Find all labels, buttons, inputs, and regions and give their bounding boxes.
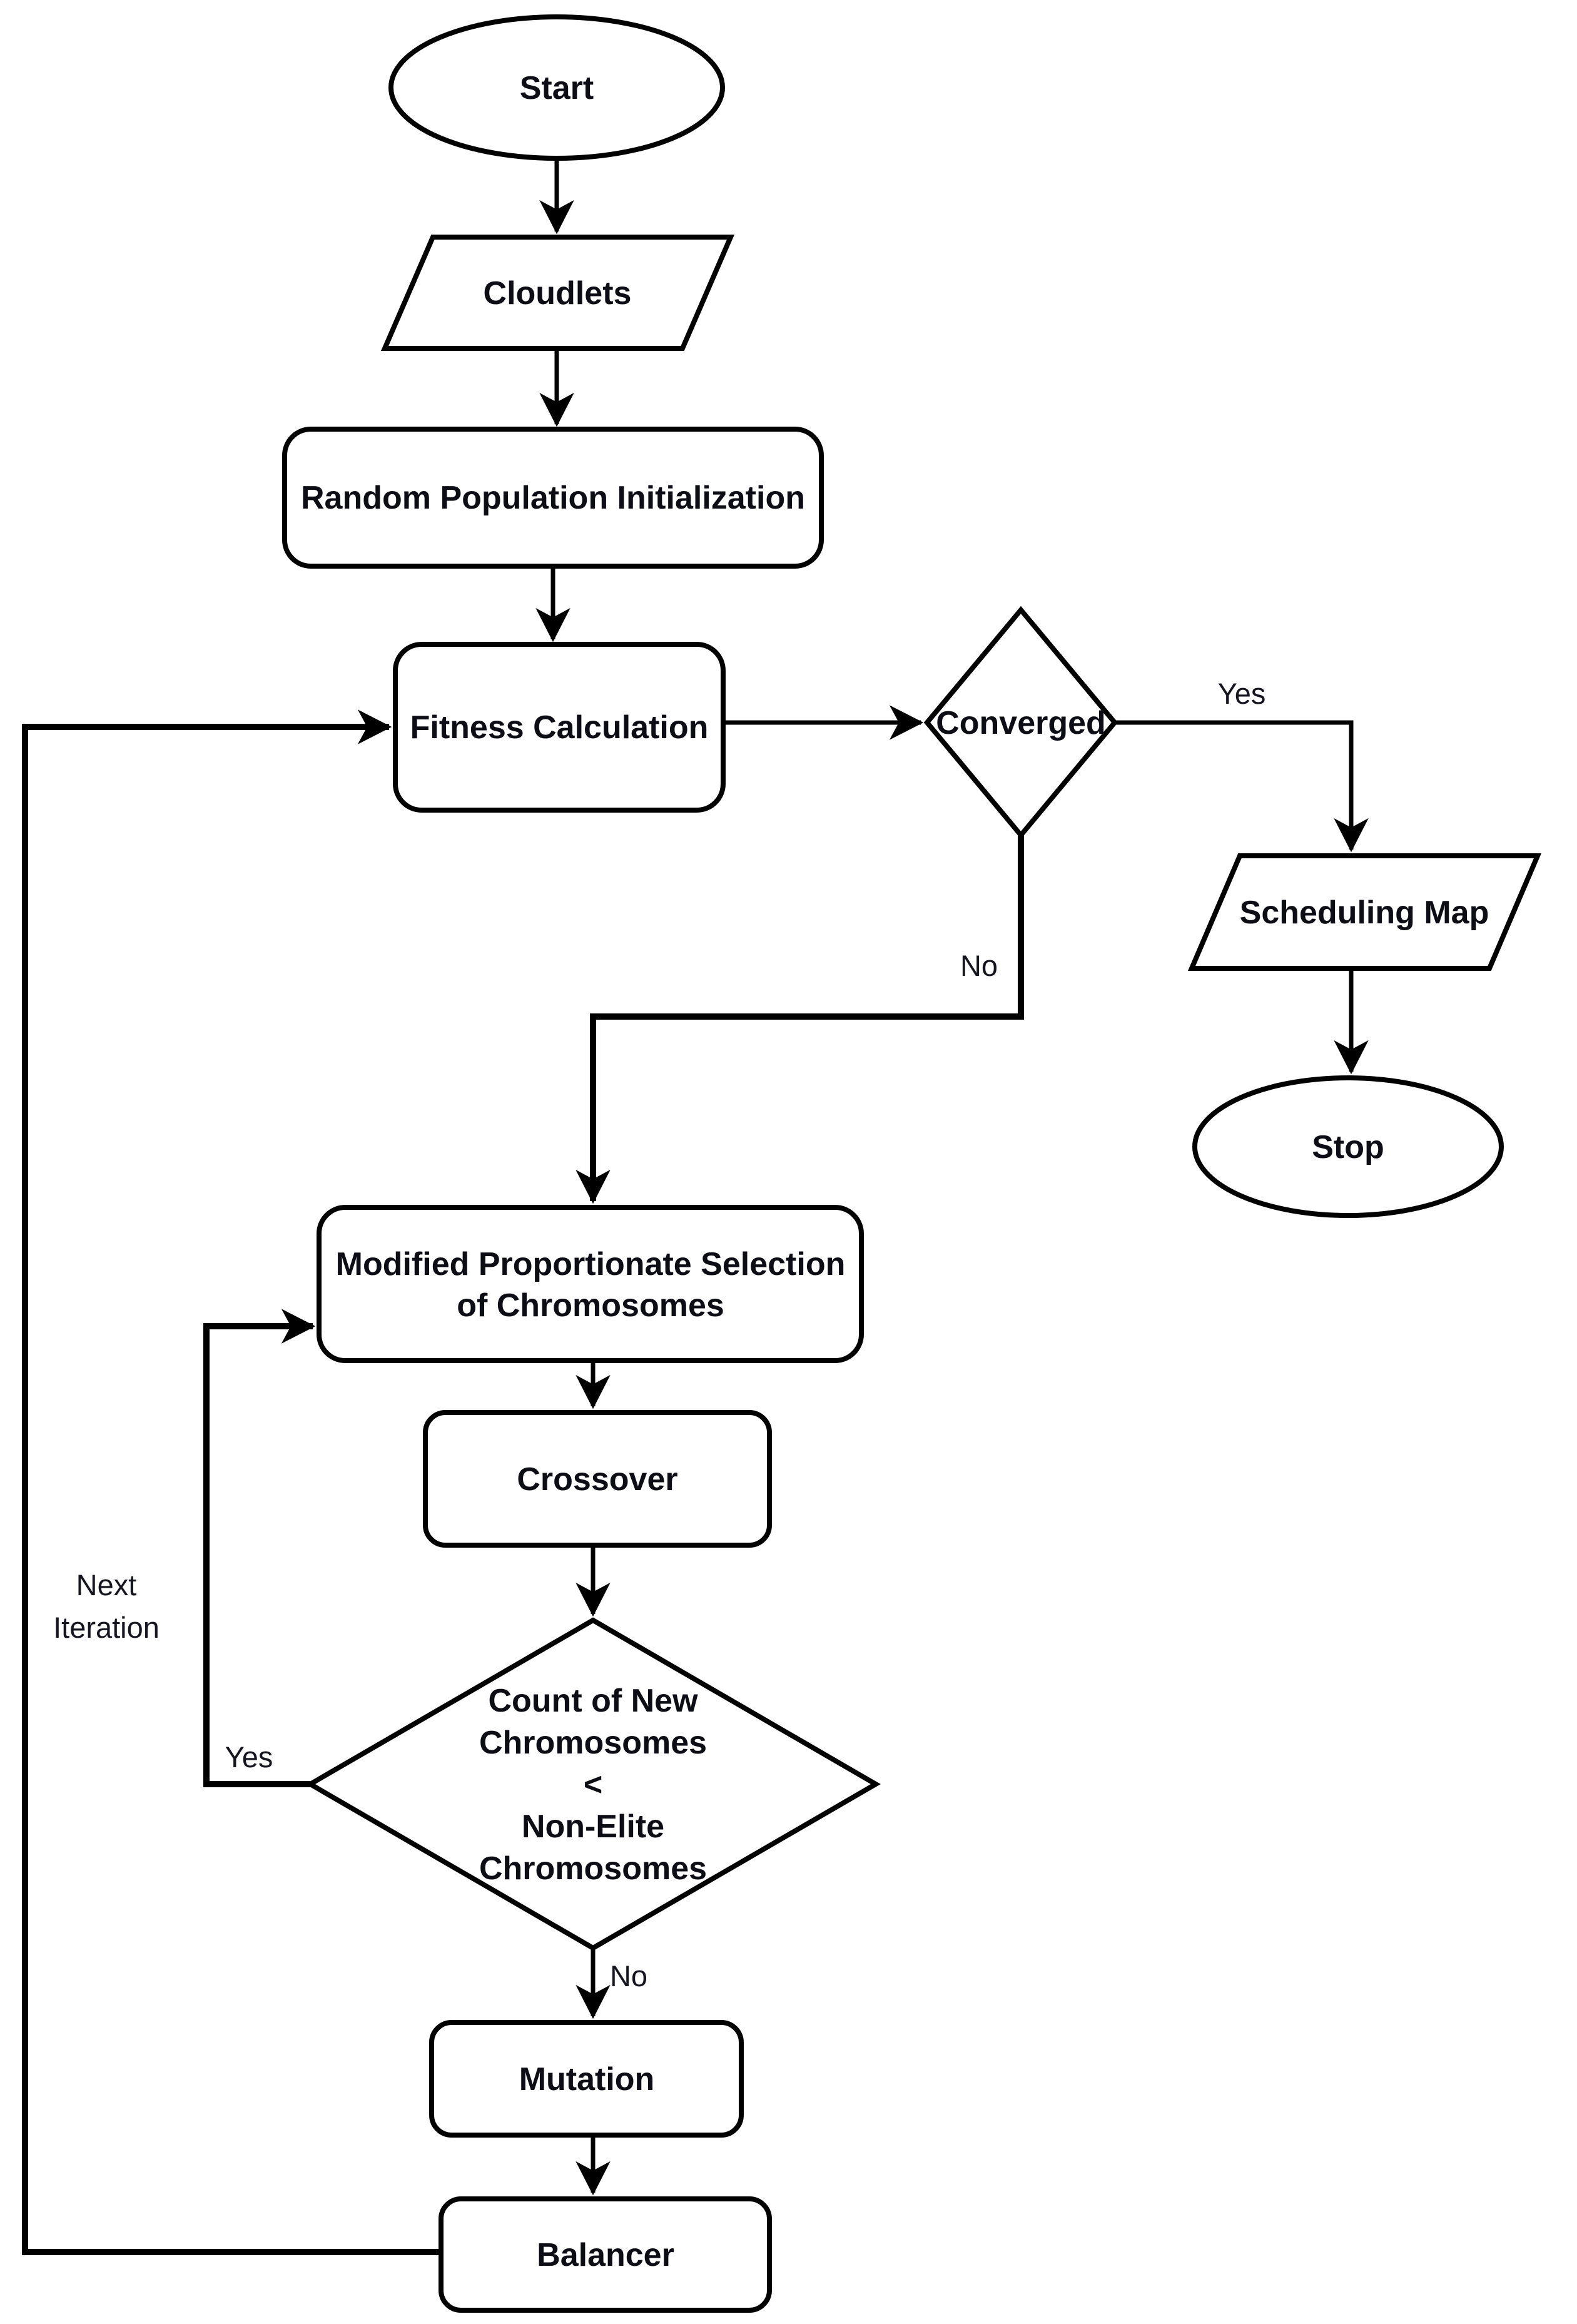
next-iteration-label: Next Iteration <box>53 1568 160 1644</box>
converged-no-label: No <box>960 949 998 982</box>
count-check-label-line1: Count of New <box>488 1683 698 1719</box>
edge-balancer-next-iteration-to-fitness <box>22 709 441 2255</box>
count-check-label-line5: Chromosomes <box>479 1850 707 1887</box>
stop-label: Stop <box>1312 1129 1384 1165</box>
start-label: Start <box>520 70 594 106</box>
next-iteration-label-line1: Next <box>76 1568 137 1601</box>
modified-proportionate-selection-label-line1: Modified Proportionate Selection <box>336 1246 846 1282</box>
count-no-label: No <box>610 1959 647 1992</box>
mutation-label: Mutation <box>519 2061 655 2098</box>
converged-label: Converged <box>936 705 1106 741</box>
modified-proportionate-selection-label-line2: of Chromosomes <box>457 1287 724 1324</box>
converged-yes-label: Yes <box>1218 677 1266 710</box>
stop-terminator: Stop <box>1192 1075 1504 1218</box>
fitness-calculation-label: Fitness Calculation <box>410 709 709 746</box>
crossover-label: Crossover <box>517 1461 677 1498</box>
edge-converged-no-to-selection <box>576 835 1024 1204</box>
next-iteration-label-line2: Iteration <box>53 1611 160 1644</box>
count-check-label-line4: Non-Elite <box>522 1809 664 1845</box>
edge-converged-yes-to-scheduling-map <box>1115 720 1369 853</box>
crossover-process: Crossover <box>423 1410 772 1548</box>
scheduling-map-parallelogram: Scheduling Map <box>1187 853 1542 971</box>
random-population-initialization-label: Random Population Initialization <box>301 480 805 516</box>
mutation-process: Mutation <box>429 2020 744 2138</box>
cloudlets-parallelogram: Cloudlets <box>380 235 735 351</box>
modified-proportionate-selection-process: Modified Proportionate Selection of Chro… <box>317 1205 864 1363</box>
edge-count-yes-loop-to-selection <box>203 1309 316 1787</box>
cloudlets-label: Cloudlets <box>484 275 632 312</box>
count-check-label-line3: < <box>584 1767 602 1803</box>
converged-decision: Converged <box>923 606 1118 840</box>
balancer-process: Balancer <box>439 2196 772 2313</box>
count-check-decision: Count of New Chromosomes < Non-Elite Chr… <box>305 1617 881 1951</box>
count-check-label-line2: Chromosomes <box>479 1725 707 1761</box>
count-yes-label: Yes <box>225 1740 273 1773</box>
balancer-label: Balancer <box>537 2237 674 2273</box>
scheduling-map-label: Scheduling Map <box>1240 895 1489 931</box>
start-terminator: Start <box>388 14 725 161</box>
fitness-calculation-process: Fitness Calculation <box>393 642 726 813</box>
random-population-initialization-process: Random Population Initialization <box>282 427 824 569</box>
